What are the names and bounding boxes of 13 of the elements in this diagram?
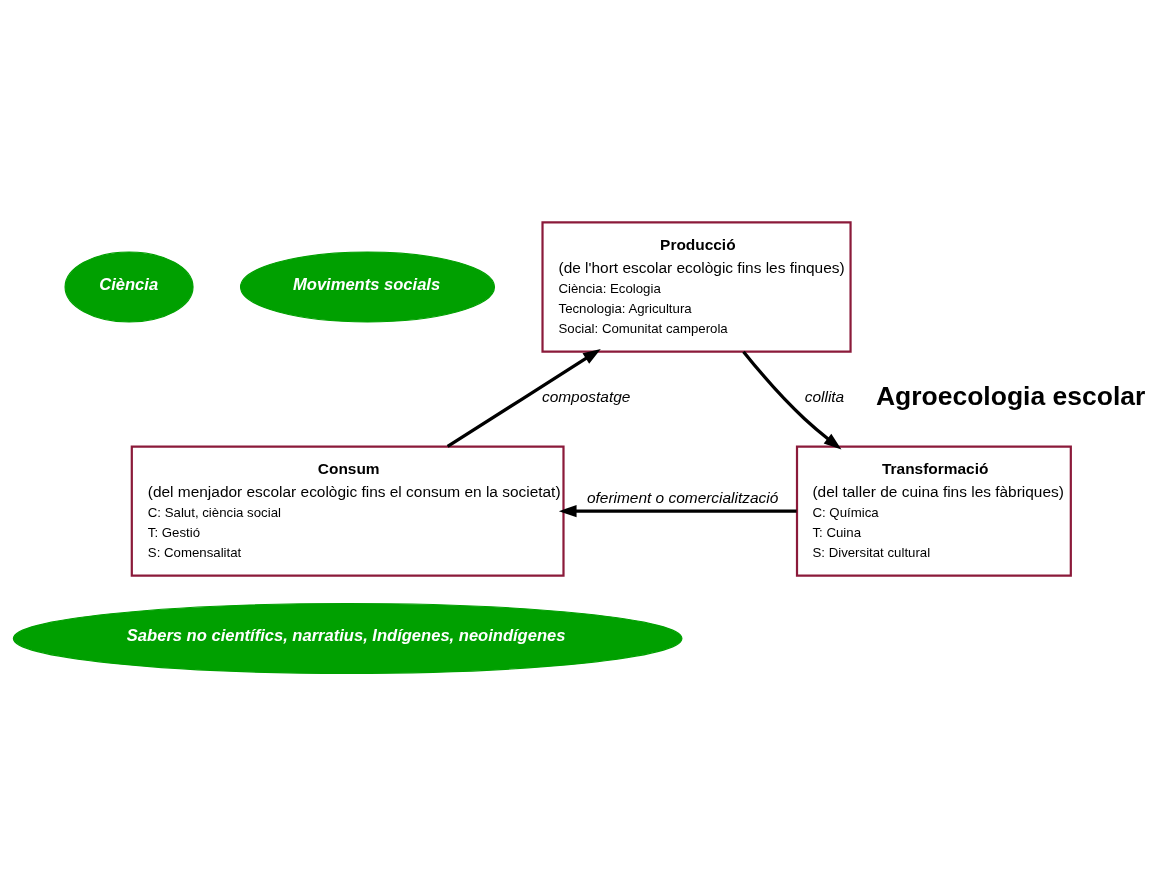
node-ellipse: Sabers no científics, narratius, Indígenes, neoindígenes bbox=[12, 602, 683, 674]
arrow bbox=[742, 350, 842, 449]
node-box: Producció (de l'hort escolar ecològic fins les finques) Ciència: Ecologia Tecnologia: Agricultura Social: Comunitat camperola bbox=[541, 220, 852, 353]
node-ellipse: Ciència bbox=[64, 251, 194, 322]
node-box: Consum (del menjador escolar ecològic fins el consum en la societat) C: Salut, ciència social T: Gestió S: Comensalitat bbox=[130, 444, 565, 577]
edge-label: oferiment o comercialització bbox=[586, 488, 779, 506]
arrow bbox=[558, 504, 797, 517]
arrow bbox=[446, 348, 601, 448]
edge-label: compostatge bbox=[541, 387, 631, 405]
node-ellipse: Moviments socials bbox=[240, 251, 496, 322]
node-box: Transformació (del taller de cuina fins les fàbriques) C: Química T: Cuina S: Diversitat cultural bbox=[795, 444, 1072, 577]
edge-label: collita bbox=[804, 387, 845, 405]
node-text: Agroecologia escolar bbox=[875, 380, 1146, 411]
